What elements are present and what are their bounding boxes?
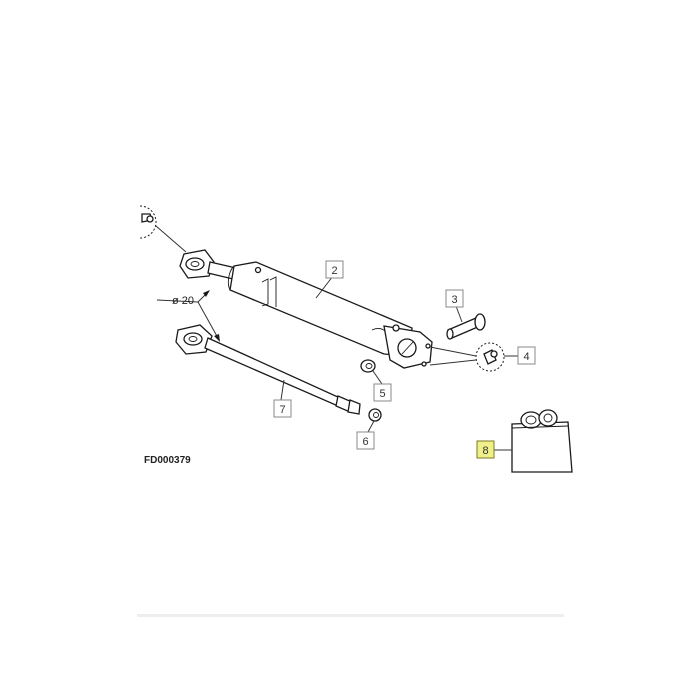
callout-7[interactable]: 7 xyxy=(273,399,292,418)
callout-7-label: 7 xyxy=(279,404,285,416)
callout-5-label: 5 xyxy=(379,388,385,400)
callout-8[interactable]: 8 xyxy=(476,440,495,459)
callout-8-label: 8 xyxy=(482,445,488,457)
hardware-bag-8 xyxy=(494,409,573,473)
nut-5 xyxy=(360,359,383,385)
pin-3 xyxy=(446,305,486,340)
leader-2 xyxy=(315,275,334,299)
callout-3[interactable]: 3 xyxy=(445,289,464,308)
callout-4[interactable]: 4 xyxy=(517,346,536,365)
grease-fitting-4 xyxy=(429,342,518,372)
callout-2-label: 2 xyxy=(331,265,337,277)
callout-2[interactable]: 2 xyxy=(325,260,344,279)
callout-4-label: 4 xyxy=(523,351,529,363)
grease-fitting-top xyxy=(139,205,187,253)
callout-6[interactable]: 6 xyxy=(356,431,375,450)
dimension-marker: ø 20 xyxy=(156,290,220,342)
hydraulic-cylinder xyxy=(179,249,433,369)
callout-3-label: 3 xyxy=(451,294,457,306)
hydraulic-hose xyxy=(175,324,361,415)
nut-6 xyxy=(367,408,382,433)
callout-6-label: 6 xyxy=(362,436,368,448)
figure-code: FD000379 xyxy=(144,455,191,466)
dimension-label: ø 20 xyxy=(172,295,194,307)
footer-divider xyxy=(137,614,564,617)
callout-5[interactable]: 5 xyxy=(373,383,392,402)
